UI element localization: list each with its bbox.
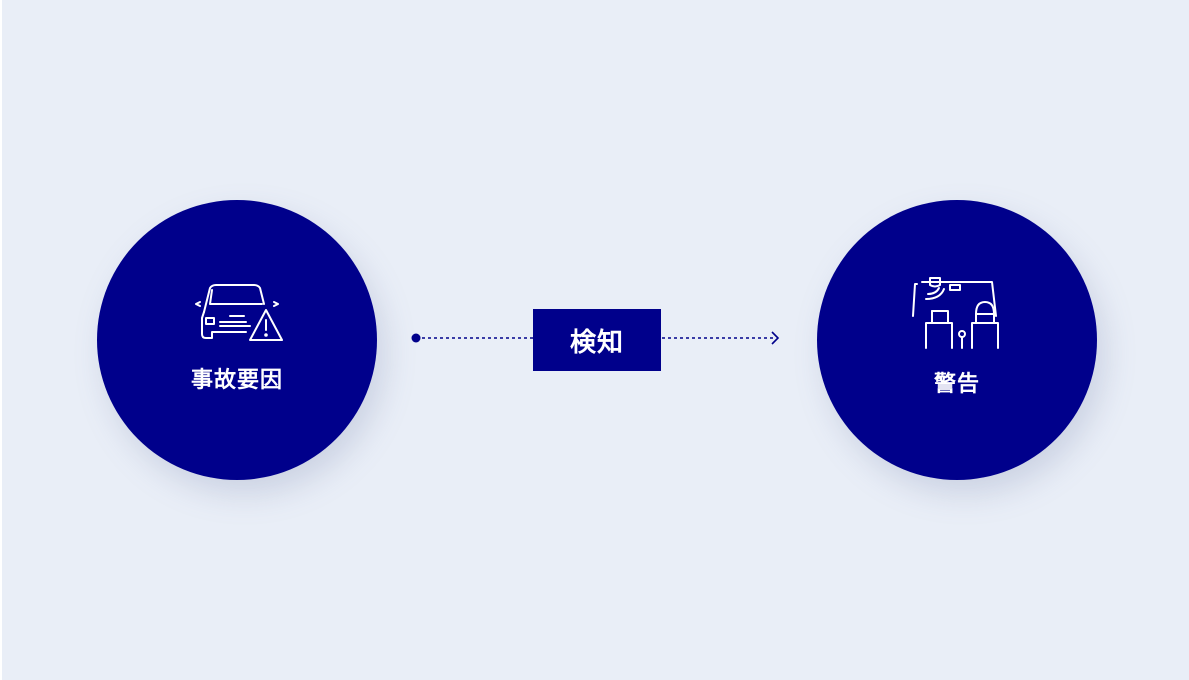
car-warning-icon — [195, 284, 283, 341]
vehicle-interior-driver-alert-icon — [912, 277, 999, 349]
node-accident-cause: 事故要因 — [97, 200, 377, 480]
node-label: 警告 — [933, 372, 980, 397]
node-label: 事故要因 — [190, 368, 283, 393]
node-warning: 警告 — [817, 200, 1097, 480]
edge-label-detection: 検知 — [533, 309, 661, 371]
